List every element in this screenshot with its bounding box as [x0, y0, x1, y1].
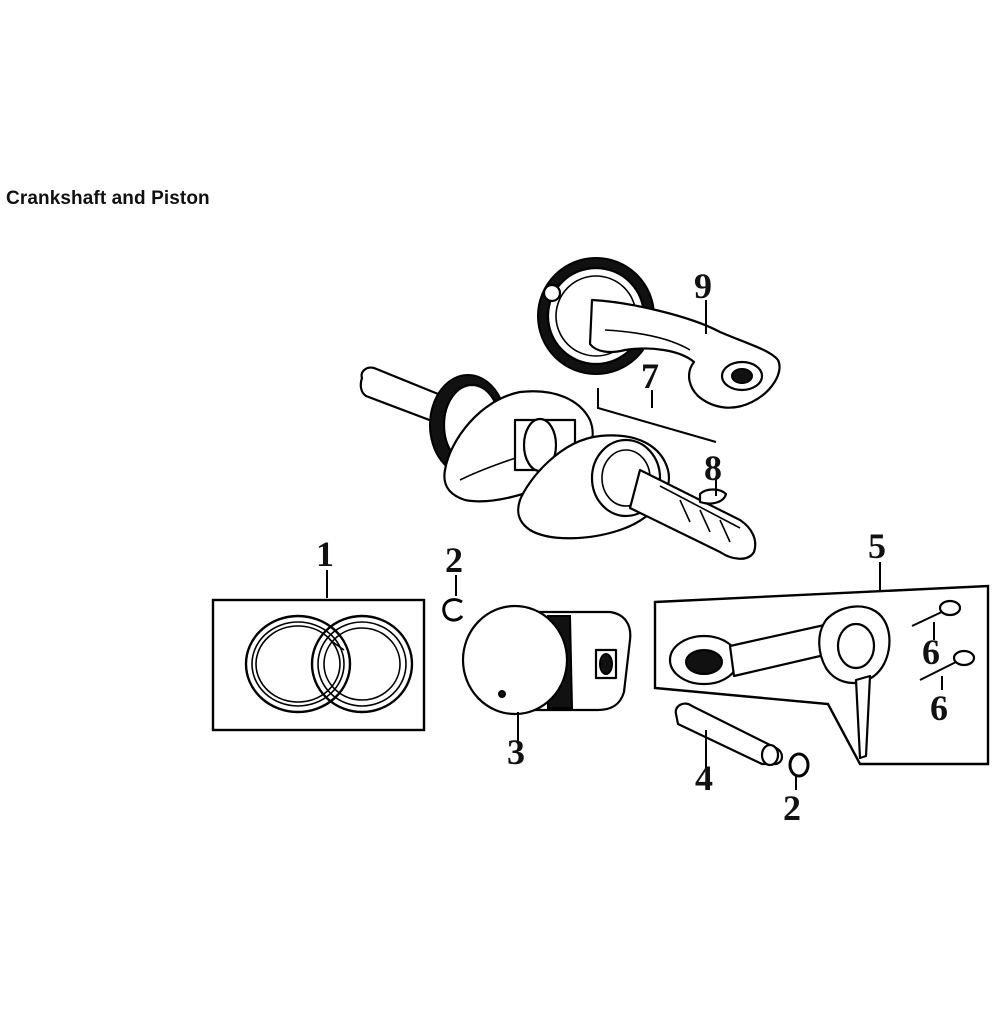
connecting-rod-frame	[653, 584, 990, 766]
callout-4-label: 4	[695, 758, 713, 798]
piston-pin-part	[674, 702, 784, 767]
rod-bolt-b-part	[919, 649, 976, 681]
callout-9-label: 9	[694, 266, 712, 306]
callout-7-label: 7	[641, 356, 659, 396]
piston-part	[461, 604, 632, 716]
leader-7	[597, 388, 717, 443]
connecting-rod-part	[653, 584, 990, 766]
callout-5-label: 5	[868, 526, 886, 566]
crankshaft-part	[359, 366, 757, 560]
callout-2-top-label: 2	[445, 540, 463, 580]
callout-1-label: 1	[316, 534, 334, 574]
piston-ring-set-part	[211, 598, 426, 732]
woodruff-key-part	[698, 488, 728, 505]
callout-2-bottom-label: 2	[783, 788, 801, 828]
callout-3-label: 3	[507, 732, 525, 772]
piston-ring-frame	[211, 598, 426, 732]
callout-6b-label: 6	[930, 688, 948, 728]
rod-bolt-a-part	[911, 599, 962, 627]
piston-pin-clip-top-part	[442, 598, 464, 622]
diagram-title: Crankshaft and Piston	[6, 188, 210, 209]
piston-pin-clip-bottom-part	[788, 752, 810, 778]
balancer-shaft-part	[537, 257, 781, 409]
callout-8-label: 8	[704, 448, 722, 488]
callout-6a-label: 6	[922, 632, 940, 672]
